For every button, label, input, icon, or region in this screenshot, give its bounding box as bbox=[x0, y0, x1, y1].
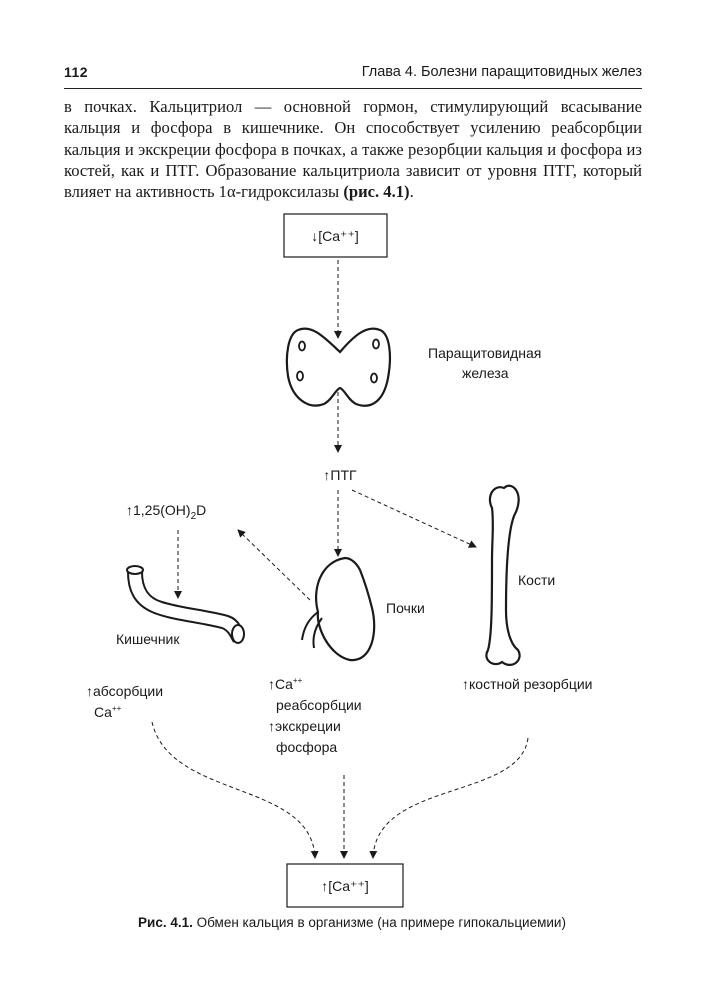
pth-label: ↑ПТГ bbox=[323, 467, 357, 483]
calcitriol-main: ↑1,25(OH) bbox=[126, 502, 191, 518]
high-calcium-box: ↑[Ca⁺⁺] bbox=[286, 863, 404, 908]
gland-label-line2: железа bbox=[462, 365, 509, 381]
calcitriol-label: ↑1,25(OH)2D bbox=[126, 502, 206, 522]
arrow-absorption-to-result bbox=[151, 721, 319, 859]
bone-effect-label: ↑костной резорбции bbox=[462, 676, 592, 692]
arrow-kidney-to-calcitriol bbox=[237, 529, 311, 601]
paragraph-end: . bbox=[409, 182, 414, 202]
kidney-ca-sup: ++ bbox=[293, 676, 303, 685]
absorption-line1: ↑абсорбции bbox=[86, 683, 163, 699]
figure-reference: (рис. 4.1) bbox=[343, 182, 410, 202]
parathyroid-gland-icon bbox=[285, 327, 391, 407]
kidney-icon bbox=[301, 556, 376, 662]
kidney-ca: ↑Ca bbox=[268, 676, 293, 692]
page-number: 112 bbox=[64, 64, 89, 80]
absorption-line2: Ca++ bbox=[94, 704, 122, 720]
low-calcium-box: ↓[Ca⁺⁺] bbox=[283, 213, 388, 258]
kidney-effect-line1: ↑Ca++ bbox=[268, 676, 303, 692]
bone-icon bbox=[485, 484, 521, 666]
calcitriol-end: D bbox=[196, 502, 206, 518]
running-head: Глава 4. Болезни паращитовидных желез bbox=[361, 64, 642, 80]
bone-label: Кости bbox=[518, 572, 555, 588]
calcitriol-subscript: 2 bbox=[191, 511, 197, 522]
gland-label-line1: Паращитовидная bbox=[428, 345, 541, 361]
kidney-label: Почки bbox=[386, 600, 425, 616]
page-header: 112 Глава 4. Болезни паращитовидных желе… bbox=[64, 60, 642, 89]
caption-text: Обмен кальция в организме (на примере ги… bbox=[192, 915, 566, 930]
kidney-effect-line2: реабсорбции bbox=[276, 697, 362, 713]
intestine-label: Кишечник bbox=[116, 631, 180, 647]
absorption-ca: Ca bbox=[94, 704, 112, 720]
paragraph-text: в почках. Кальцитриол — основной гормон,… bbox=[64, 97, 642, 202]
intestine-icon bbox=[126, 565, 245, 644]
kidney-effect-line3: ↑экскреции bbox=[268, 718, 341, 734]
kidney-effect-line4: фосфора bbox=[276, 739, 337, 755]
absorption-ca-sup: ++ bbox=[112, 704, 122, 713]
caption-label: Рис. 4.1. bbox=[138, 915, 193, 930]
low-calcium-label: ↓[Ca⁺⁺] bbox=[311, 228, 358, 244]
figure-caption: Рис. 4.1. Обмен кальция в организме (на … bbox=[0, 915, 704, 930]
arrow-pth-to-bone bbox=[351, 489, 477, 548]
high-calcium-label: ↑[Ca⁺⁺] bbox=[321, 878, 368, 894]
arrow-bone-to-result bbox=[369, 737, 529, 859]
body-paragraph: в почках. Кальцитриол — основной гормон,… bbox=[64, 96, 642, 202]
